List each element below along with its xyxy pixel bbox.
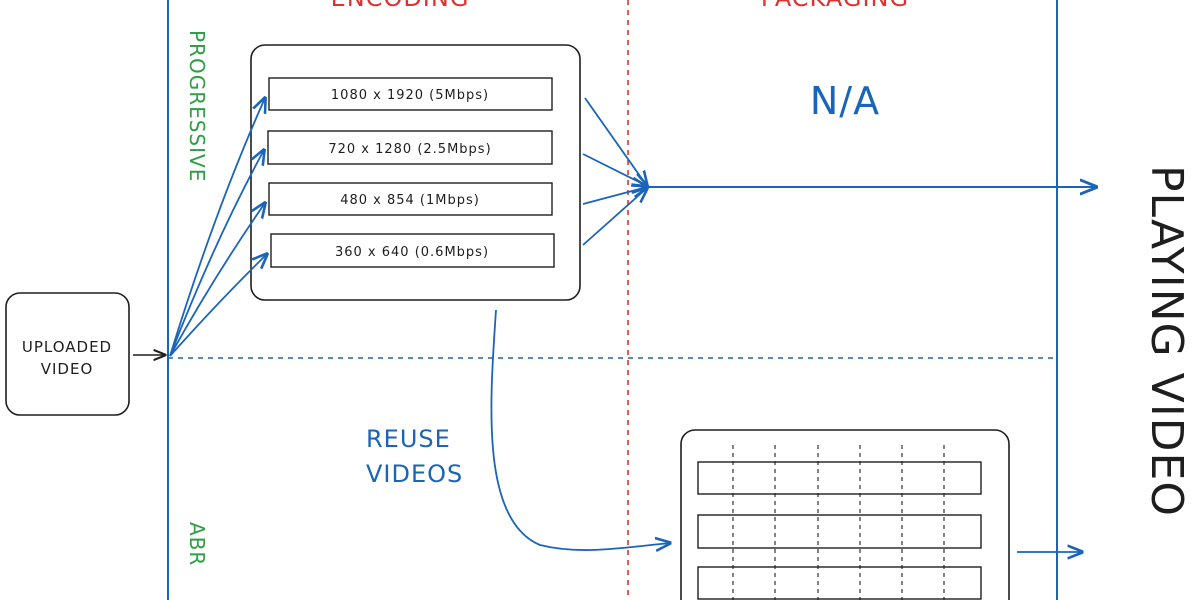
- uploaded-video-box: [5, 292, 130, 416]
- progressive-label: PROGRESSIVE: [185, 30, 209, 182]
- rendition-label: 360 x 640 (0.6Mbps): [335, 245, 489, 260]
- abr-label: ABR: [185, 522, 209, 566]
- packaging-header: PACKAGING: [761, 0, 909, 12]
- fan-out-arrows: [169, 98, 267, 357]
- abr-rendition-bar: [697, 514, 982, 549]
- playing-video-label: PLAYING VIDEO: [1141, 165, 1192, 517]
- reuse-label-line1: REUSE: [366, 425, 451, 453]
- abr-rendition-bar: [697, 461, 982, 495]
- segment-dividers: [732, 445, 945, 600]
- abr-rendition-bar: [697, 566, 982, 600]
- rendition-box: [270, 233, 555, 268]
- rendition-box: [268, 77, 553, 111]
- converge-arrows: [582, 97, 647, 246]
- rendition-label: 480 x 854 (1Mbps): [340, 193, 480, 208]
- rendition-label: 1080 x 1920 (5Mbps): [331, 88, 489, 103]
- rendition-label: 720 x 1280 (2.5Mbps): [328, 142, 491, 157]
- rendition-box: [268, 182, 553, 216]
- packaging-na-label: N/A: [810, 79, 880, 123]
- rendition-list: 1080 x 1920 (5Mbps) 720 x 1280 (2.5Mbps)…: [267, 77, 555, 268]
- encoding-header: ENCODING: [331, 0, 470, 12]
- abr-rendition-bars: [697, 461, 982, 600]
- uploaded-video-line1: UPLOADED: [22, 338, 112, 356]
- reuse-videos-arrow: [490, 309, 670, 550]
- reuse-label-line2: VIDEOS: [366, 460, 463, 488]
- uploaded-video-line2: VIDEO: [41, 360, 94, 378]
- rendition-box: [267, 130, 553, 165]
